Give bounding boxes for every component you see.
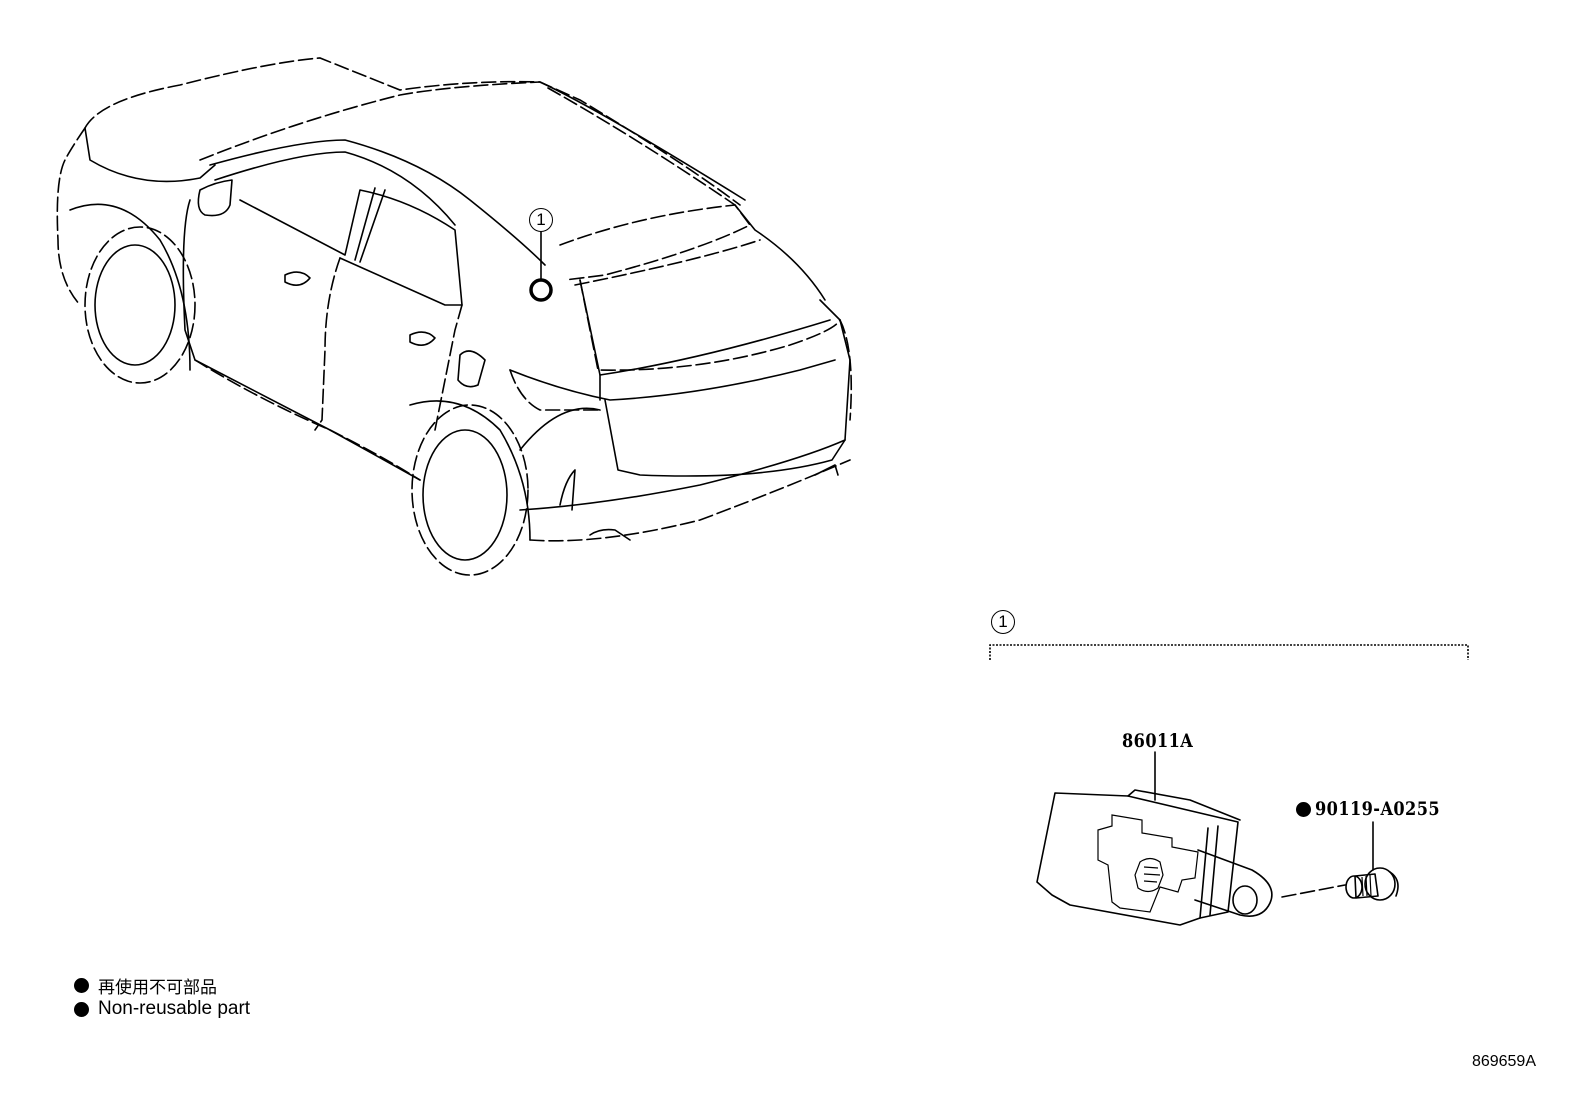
legend-item-japanese: 再使用不可部品 xyxy=(74,973,217,998)
filled-dot-icon xyxy=(74,1001,89,1017)
non-reusable-indicator-icon xyxy=(1296,801,1311,817)
filled-dot-icon xyxy=(74,978,89,993)
diagram-code: 869659A xyxy=(1471,1053,1536,1070)
legend-label: 再使用不可部品 xyxy=(98,978,217,998)
part-label-90119-A0255[interactable]: 90119-A0255 xyxy=(1296,798,1462,820)
part-number-86011A[interactable]: 86011A xyxy=(1122,730,1194,752)
vehicle-callout-number[interactable]: 1 xyxy=(529,208,553,232)
legend-item-english: Non-reusable part xyxy=(74,998,250,1020)
part-number-90119-A0255: 90119-A0255 xyxy=(1315,798,1441,820)
legend-label: Non-reusable part xyxy=(98,998,251,1019)
detail-callout-number[interactable]: 1 xyxy=(991,610,1015,634)
